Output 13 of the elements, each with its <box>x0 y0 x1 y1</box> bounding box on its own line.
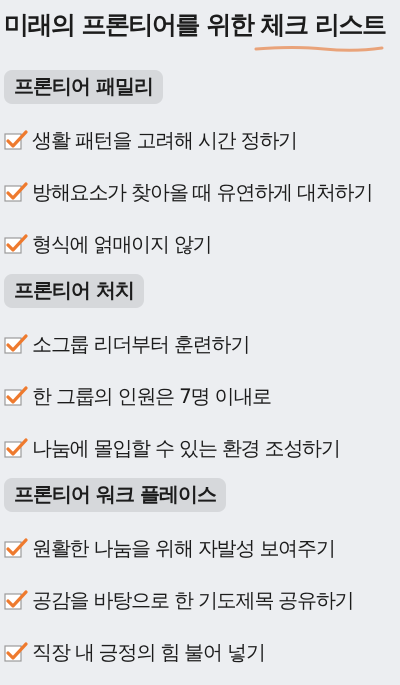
checklist-item: 방해요소가 찾아올 때 유연하게 대처하기 <box>32 178 372 206</box>
checklist-item: 나눔에 몰입할 수 있는 환경 조성하기 <box>32 434 340 462</box>
checklist-item: 공감을 바탕으로 한 기도제목 공유하기 <box>32 586 354 614</box>
checklist-item: 원활한 나눔을 위해 자발성 보여주기 <box>32 534 335 562</box>
checklist-item: 형식에 얽매이지 않기 <box>32 230 212 258</box>
checklist-item: 생활 패턴을 고려해 시간 정하기 <box>32 126 298 154</box>
title: 미래의 프론티어를 위한 체크 리스트 <box>4 9 386 41</box>
checklist-item: 직장 내 긍정의 힘 불어 넣기 <box>32 638 265 666</box>
section-heading: 프론티어 패밀리 <box>4 70 163 104</box>
section-heading: 프론티어 처치 <box>4 274 144 308</box>
section-heading: 프론티어 워크 플레이스 <box>4 478 226 512</box>
checklist-item: 소그룹 리더부터 훈련하기 <box>32 330 250 358</box>
checklist-item: 한 그룹의 인원은 7명 이내로 <box>32 382 271 410</box>
